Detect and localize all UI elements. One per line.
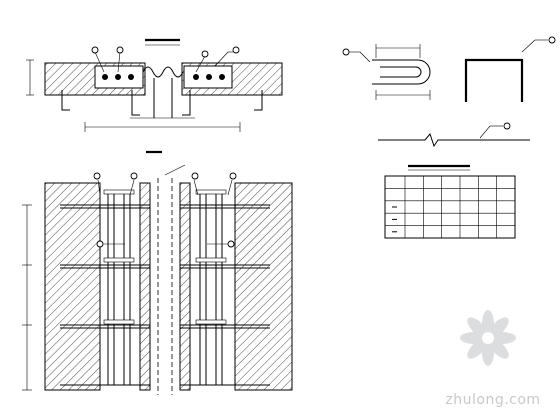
watermark: zhulong.com [438, 389, 548, 408]
quantity-table [384, 164, 516, 239]
right-anchor-stud [254, 90, 263, 111]
right-joint-strip [179, 182, 191, 391]
channel-bar-detail [464, 36, 556, 102]
logo-petal [487, 337, 509, 359]
hook-bar-detail [342, 44, 431, 100]
left-rebar-dots [102, 74, 134, 80]
watermark-text: zhulong.com [445, 392, 541, 408]
table-grid [385, 176, 515, 238]
logo-petal [482, 310, 494, 338]
left-joint-strip [139, 182, 151, 391]
logo-center [482, 332, 494, 344]
zhulong-flower-logo [460, 310, 516, 366]
plan-vertical-dimension [22, 204, 32, 391]
logo-petal [482, 338, 494, 366]
left-tie-bars [60, 204, 150, 386]
logo-petal [467, 337, 489, 359]
table-border [384, 175, 516, 239]
channel-bar-shape [464, 58, 524, 102]
right-longitudinal-bars [199, 190, 223, 385]
left-longitudinal-bars [107, 190, 131, 385]
plan-leader-bubbles [93, 172, 237, 248]
hook-bar-shape [372, 59, 431, 85]
logo-petal [460, 332, 488, 344]
logo-petal [487, 317, 509, 339]
right-slab [234, 182, 293, 391]
joint-section-view [26, 38, 283, 132]
left-anchor-stud [61, 90, 70, 111]
rubber-seal [142, 66, 184, 78]
logo-petal [467, 317, 489, 339]
left-slab [44, 182, 101, 391]
weld-marks [103, 189, 227, 325]
right-tie-bars [180, 204, 270, 386]
section-leader-bubbles [91, 46, 240, 73]
break-line [378, 132, 530, 148]
logo-petal [488, 332, 516, 344]
break-line-detail [378, 122, 530, 148]
right-rebar-dots [193, 74, 225, 80]
joint-plan-view [22, 150, 293, 395]
